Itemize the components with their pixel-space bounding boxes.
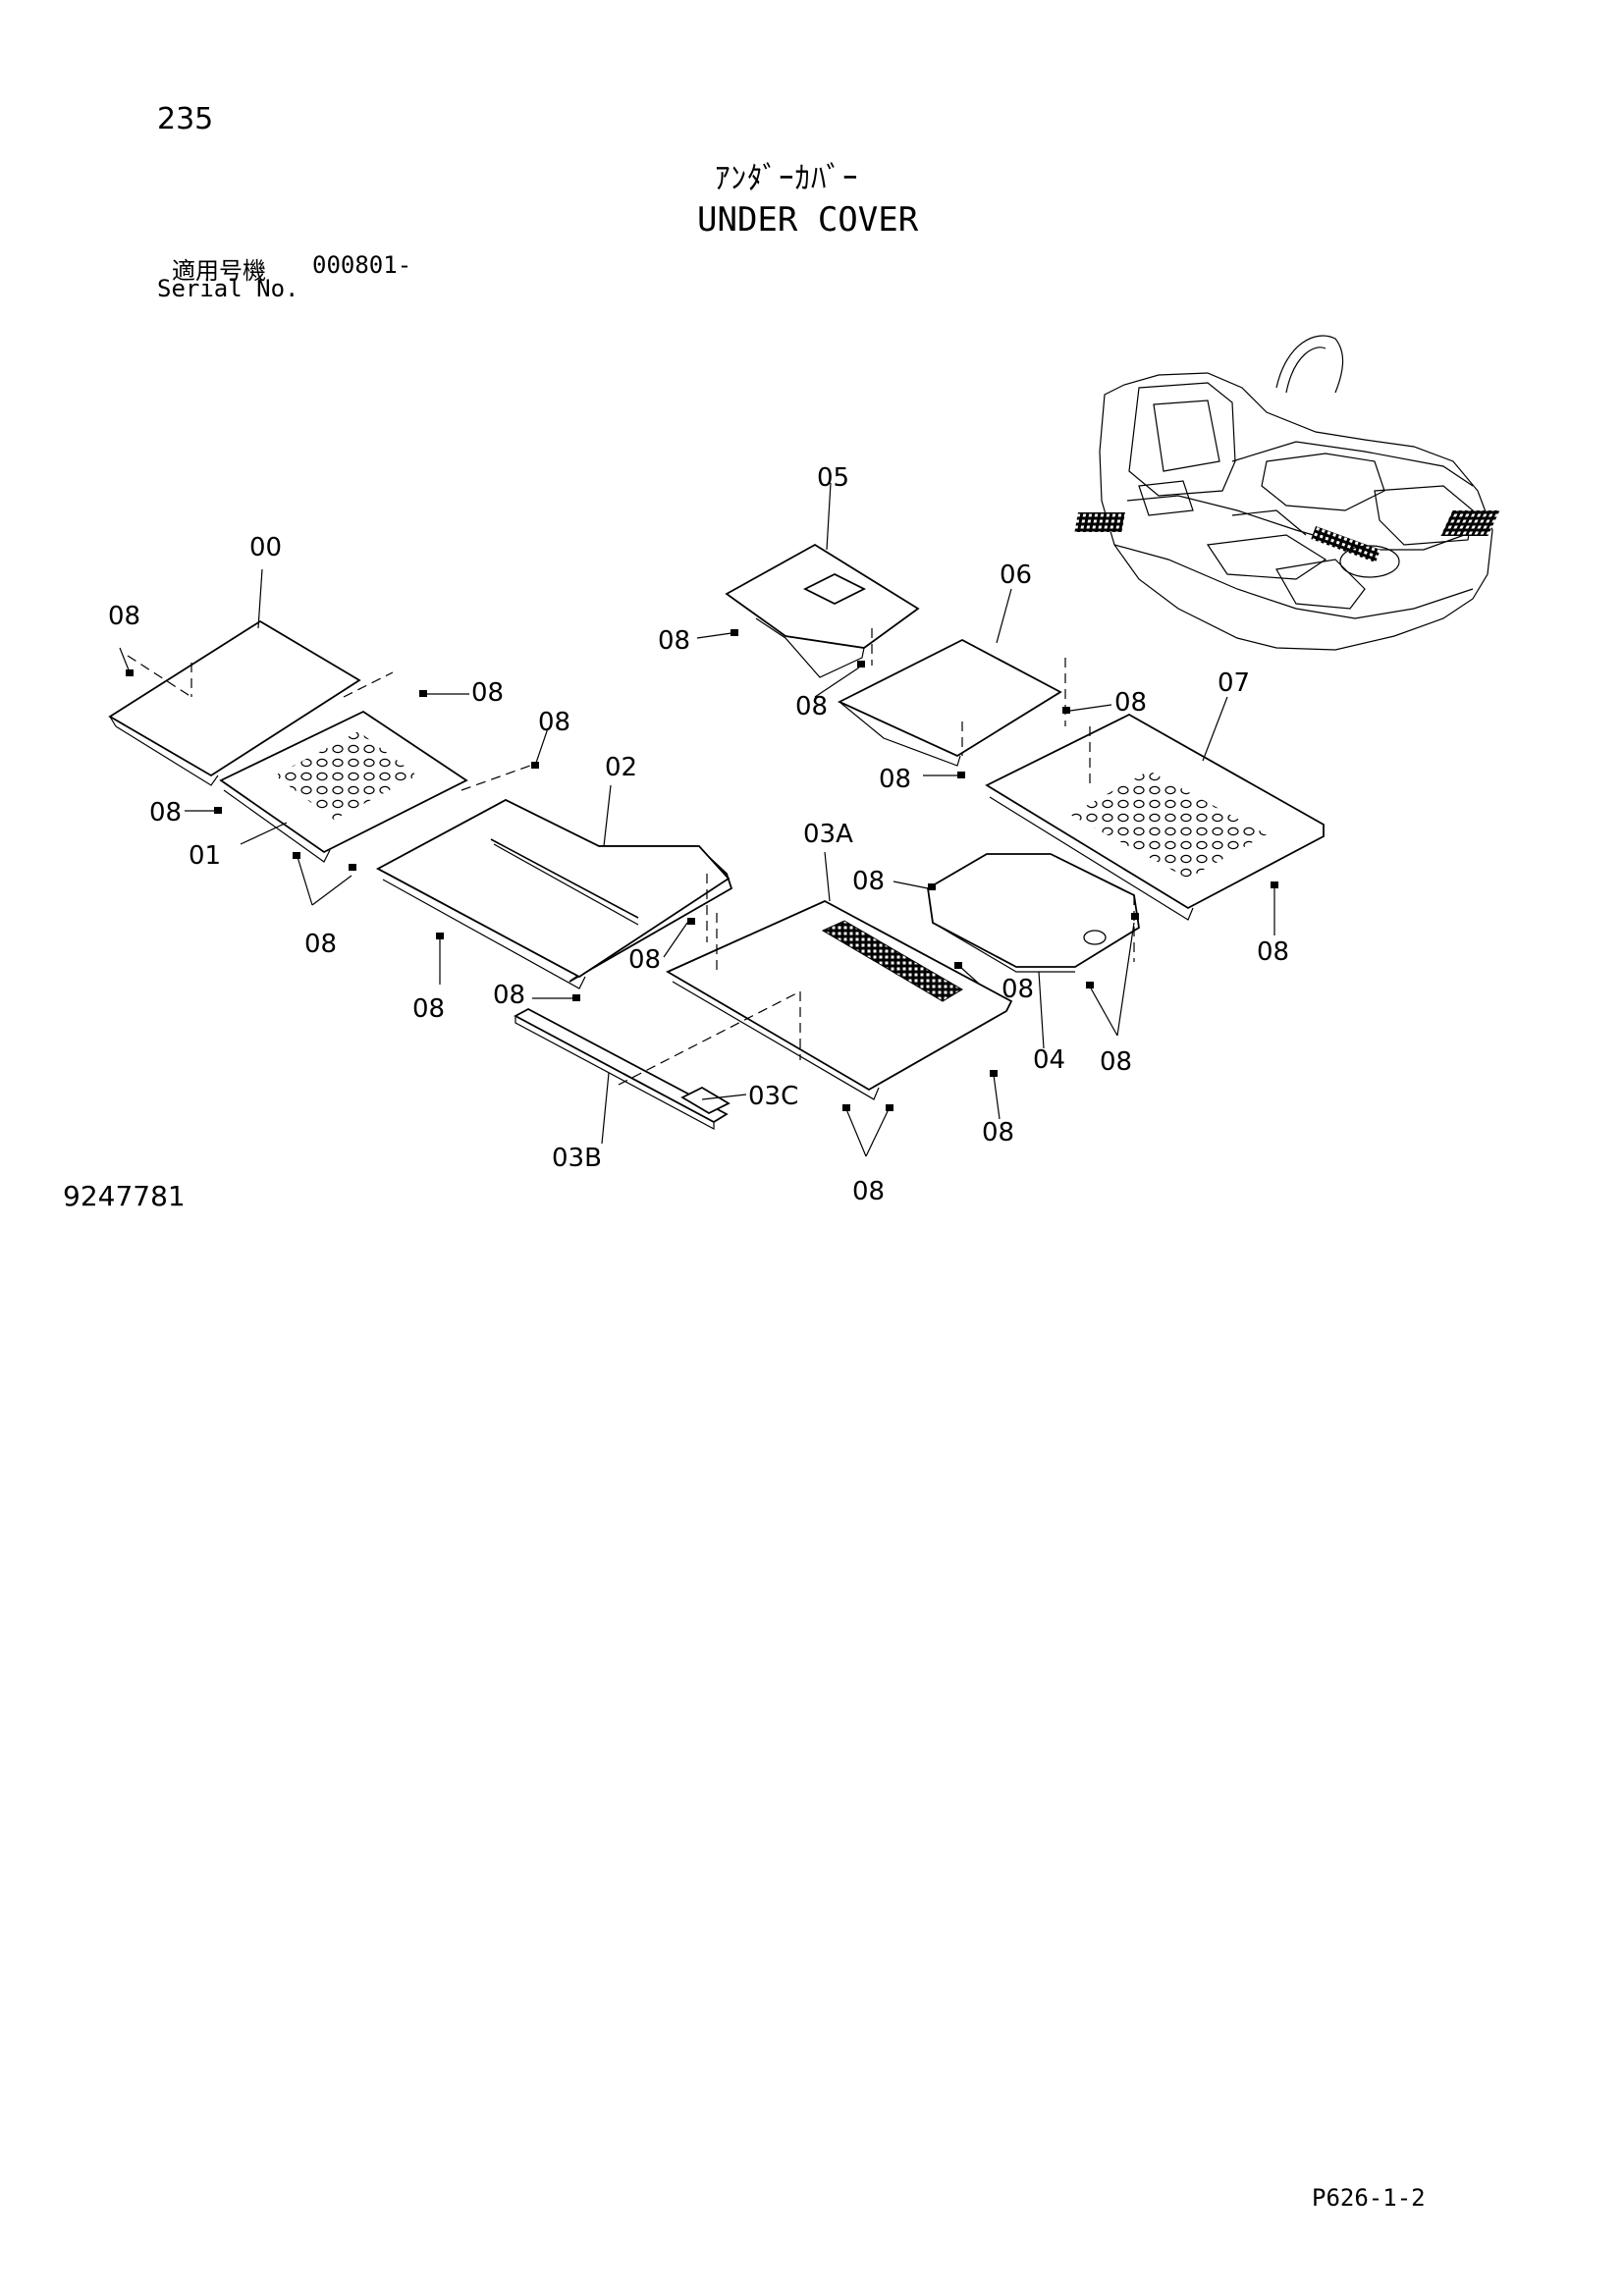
leader-lines	[119, 482, 1275, 1157]
callout-08: 08	[982, 1118, 1014, 1148]
callout-labels: 00 01 02 03A 03B 03C 04 05 06 07 08 08 0…	[108, 463, 1289, 1206]
callout-08: 08	[412, 994, 445, 1024]
part-02-long-cover	[376, 765, 733, 989]
callout-08: 08	[658, 626, 690, 656]
bolts	[126, 629, 1278, 1111]
callout-08: 08	[304, 930, 337, 959]
serial-number: 000801-	[312, 251, 412, 279]
part-05-cover-plate	[725, 543, 920, 678]
drawing-number: 9247781	[63, 1180, 186, 1212]
callout-08: 08	[852, 1177, 885, 1206]
part-04-octagonal-cover	[927, 853, 1140, 973]
callout-08: 08	[628, 945, 661, 975]
callout-08: 08	[471, 678, 504, 708]
callout-05: 05	[817, 463, 849, 493]
part-07-perforated-cover	[985, 713, 1325, 921]
part-06-cover-plate	[837, 638, 1066, 767]
callout-08: 08	[852, 867, 885, 896]
callout-04: 04	[1033, 1045, 1065, 1075]
callout-08: 08	[1001, 975, 1034, 1004]
title-japanese: ｱﾝﾀﾞｰｶﾊﾞｰ	[715, 161, 859, 196]
machine-overview-illustration	[1074, 335, 1500, 651]
callout-08: 08	[1100, 1047, 1132, 1077]
part-03b-strip	[514, 990, 801, 1131]
callout-00: 00	[249, 533, 282, 562]
callout-03b: 03B	[552, 1144, 602, 1173]
callout-08: 08	[108, 602, 140, 631]
title-english: UNDER COVER	[697, 200, 919, 240]
callout-06: 06	[1000, 561, 1032, 590]
callout-08: 08	[1114, 688, 1147, 718]
callout-08: 08	[493, 981, 525, 1010]
serial-label-japanese: 適用号機	[172, 257, 266, 285]
page-number: 235	[157, 102, 214, 136]
page-code: P626-1-2	[1312, 2184, 1426, 2212]
callout-07: 07	[1218, 668, 1250, 698]
callout-01: 01	[189, 841, 221, 871]
callout-02: 02	[605, 753, 637, 782]
callout-08: 08	[879, 765, 911, 794]
serial-label-english: Serial No.	[157, 275, 299, 302]
callout-08: 08	[538, 708, 570, 737]
callout-08: 08	[795, 692, 828, 721]
callout-08: 08	[149, 798, 182, 828]
callout-03c: 03C	[748, 1082, 798, 1111]
part-03a-cover-with-mesh	[666, 899, 1013, 1100]
callout-03a: 03A	[803, 820, 853, 849]
callout-08: 08	[1257, 937, 1289, 967]
part-00-cover-plate	[108, 619, 361, 786]
part-01-perforated-cover	[219, 671, 468, 863]
